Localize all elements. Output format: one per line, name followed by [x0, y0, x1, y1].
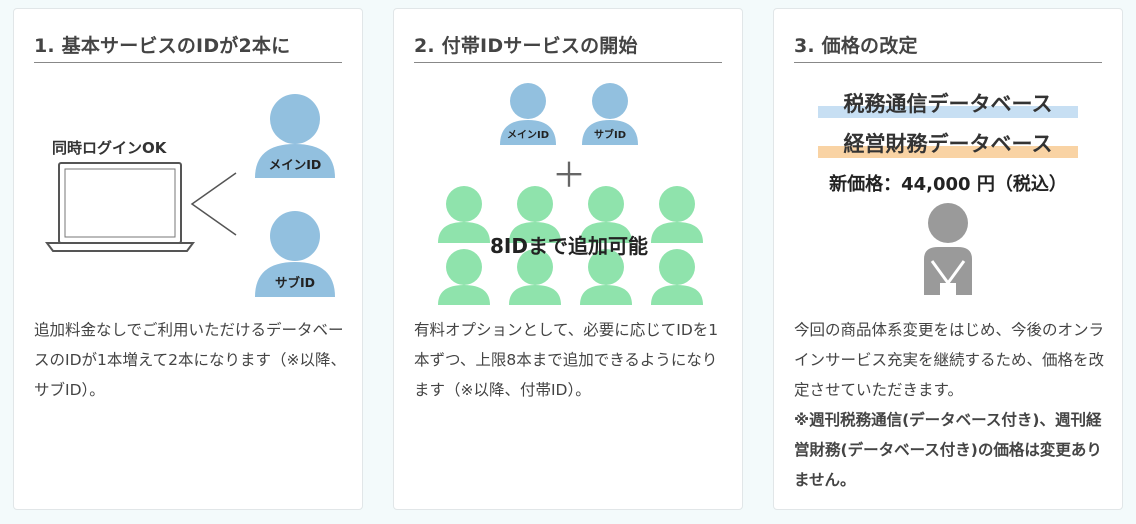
green-person-icon [509, 249, 561, 305]
highlight-blue [818, 106, 1078, 118]
new-price-text: 新価格：44,000 円（税込） [829, 173, 1067, 195]
card-title: 1. 基本サービスのIDが2本に [34, 31, 342, 63]
simultaneous-login-caption: 同時ログインOK [52, 139, 168, 157]
additional-id-illustration: メインID サブID ＋ 8IDまで追加可能 [438, 83, 703, 305]
highlight-orange [818, 146, 1078, 158]
main-id-person-icon: メインID [500, 83, 556, 145]
card-additional-id-service: 2. 付帯IDサービスの開始 メインID サブID ＋ 8IDまで追加可能 有料… [393, 8, 743, 510]
sub-id-label: サブID [275, 275, 315, 290]
branch-lines [190, 172, 237, 236]
card-price-revision: 3. 価格の改定 税務通信データベース 経営財務データベース 新価格：44,00… [773, 8, 1123, 510]
card-basic-service: 1. 基本サービスのIDが2本に 同時ログインOK メインID サブID 追加料… [13, 8, 363, 510]
main-id-label: メインID [507, 129, 549, 141]
card-description: 有料オプションとして、必要に応じてIDを1本ずつ、上限8本まで追加できるようにな… [414, 321, 719, 399]
laptop-icon [45, 162, 195, 252]
sub-id-person-icon: サブID [582, 83, 638, 145]
price-revision-text: 今回の商品体系変更をはじめ、今後のオンラインサービス充実を継続するため、価格を改… [794, 321, 1105, 399]
up-to-8-ids-text: 8IDまで追加可能 [490, 234, 648, 258]
green-person-icon [580, 186, 632, 243]
main-id-label: メインID [269, 157, 322, 172]
additional-id-person-grid [438, 186, 703, 305]
price-note: ※週刊税務通信(データベース付き)、週刊経営財務(データベース付き)の価格は変更… [794, 411, 1102, 489]
card-title: 2. 付帯IDサービスの開始 [414, 31, 722, 63]
green-person-icon [509, 186, 561, 243]
card-description: 追加料金なしでご利用いただけるデータベースのIDが1本増えて2本になります（※以… [34, 321, 346, 399]
db-line-2: 経営財務データベース [844, 132, 1053, 156]
green-person-icon [651, 249, 703, 305]
two-id-illustration: 同時ログインOK メインID サブID [45, 94, 335, 297]
green-person-icon [580, 249, 632, 305]
green-person-icon [438, 249, 490, 305]
db-line-1: 税務通信データベース [844, 92, 1053, 116]
sub-id-label: サブID [594, 128, 626, 141]
sub-id-person-icon: サブID [255, 211, 335, 297]
plus-sign: ＋ [552, 156, 586, 196]
green-person-icon [438, 186, 490, 243]
bowing-person-icon [924, 203, 972, 297]
main-id-person-icon: メインID [255, 94, 335, 178]
price-illustration: 税務通信データベース 経営財務データベース 新価格：44,000 円（税込） [818, 92, 1078, 297]
green-person-icon [651, 186, 703, 243]
card-title: 3. 価格の改定 [794, 31, 1102, 63]
card-description: 今回の商品体系変更をはじめ、今後のオンラインサービス充実を継続するため、価格を改… [794, 315, 1106, 495]
